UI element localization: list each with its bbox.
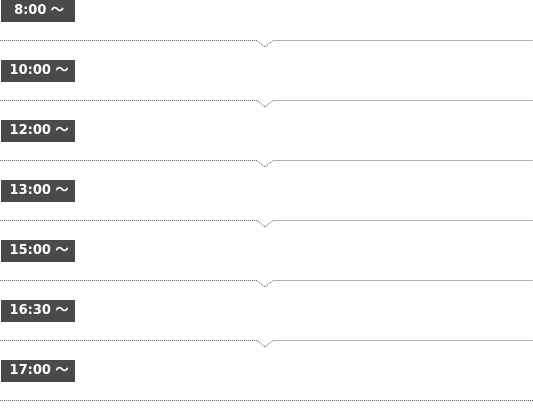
time-badge: 8:00 〜 [1, 0, 75, 22]
time-slot: 13:00 〜 [0, 180, 533, 240]
time-slot: 17:00 〜 [0, 360, 533, 420]
time-badge: 16:30 〜 [1, 300, 75, 322]
time-badge: 13:00 〜 [1, 180, 75, 202]
dotted-divider-arrow [0, 220, 533, 228]
time-slot: 16:30 〜 [0, 300, 533, 360]
dotted-divider-arrow [0, 100, 533, 108]
time-badge: 12:00 〜 [1, 120, 75, 142]
dotted-divider-arrow [0, 160, 533, 168]
time-slot: 12:00 〜 [0, 120, 533, 180]
time-badge: 17:00 〜 [1, 360, 75, 382]
time-slot: 10:00 〜 [0, 60, 533, 120]
time-badge: 15:00 〜 [1, 240, 75, 262]
dotted-divider-line [0, 400, 533, 401]
time-badge: 10:00 〜 [1, 60, 75, 82]
dotted-divider-arrow [0, 280, 533, 288]
schedule-timeline: 8:00 〜 10:00 〜 12:00 〜 13:00 〜 15:00 〜 1… [0, 0, 533, 401]
dotted-divider-arrow [0, 40, 533, 48]
dotted-divider-arrow [0, 340, 533, 348]
time-slot: 8:00 〜 [0, 0, 533, 60]
time-slot: 15:00 〜 [0, 240, 533, 300]
